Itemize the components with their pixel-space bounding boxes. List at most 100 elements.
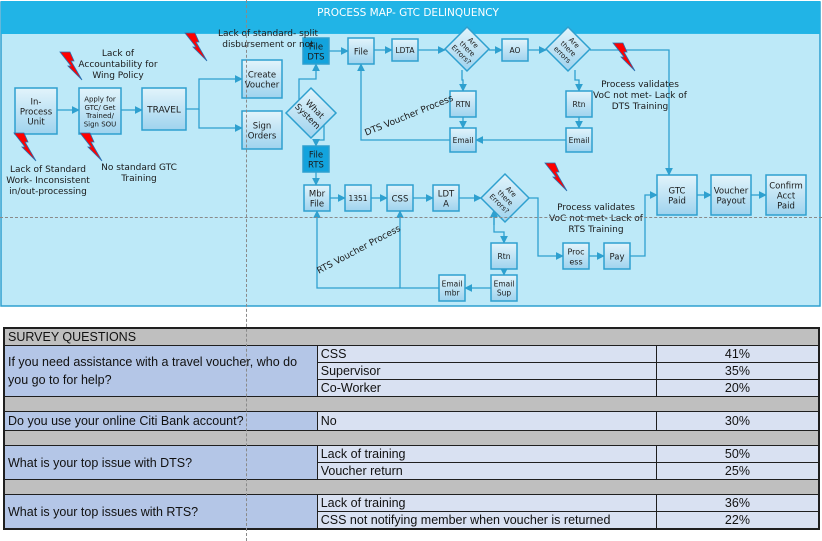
survey-question: Do you use your online Citi Bank account…	[3, 411, 318, 431]
process-node-rtn-ao: Rtn	[565, 90, 593, 118]
survey-percent: 36%	[655, 494, 820, 512]
node-label: Paid	[777, 202, 795, 212]
node-label: File	[309, 42, 323, 52]
connector-line	[298, 63, 320, 100]
survey-answer: Lack of training	[316, 494, 657, 512]
node-label: Trained/	[85, 112, 115, 120]
node-box	[765, 174, 807, 216]
node-box	[347, 37, 375, 65]
decision-shape	[544, 25, 592, 73]
node-label: Rtn	[498, 252, 511, 261]
node-label: 1351	[348, 194, 367, 203]
node-label: File	[309, 150, 323, 160]
node-label: Rtn	[573, 100, 586, 109]
connector-line	[459, 70, 467, 92]
connector-line	[313, 210, 400, 289]
survey-answer: Co-Worker	[316, 379, 657, 397]
survey-question: What is your top issue with DTS?	[3, 445, 318, 480]
node-label: Email	[442, 280, 463, 289]
survey-answer-row: Do you use your online Citi Bank account…	[3, 411, 820, 431]
node-label: Mbr	[309, 189, 326, 199]
survey-answer: No	[316, 411, 657, 431]
process-node-email-ao: Email	[565, 127, 593, 153]
node-box	[449, 90, 477, 118]
connector-line	[574, 70, 583, 92]
node-label: GTC	[669, 186, 686, 196]
note-line: disbursement or not	[222, 40, 314, 50]
note-line: Lack of	[102, 49, 135, 59]
node-box	[344, 184, 372, 212]
note-line: RTS Training	[568, 225, 623, 235]
node-label: Email	[494, 280, 515, 289]
note-line: Lack of standard- split	[218, 29, 319, 39]
node-box	[501, 38, 529, 62]
survey-answer-row: CSS not notifying member when voucher is…	[4, 511, 820, 530]
node-label: Sign	[253, 121, 272, 131]
node-box	[241, 59, 283, 99]
separator-row	[3, 479, 820, 495]
node-box	[449, 127, 477, 153]
node-label: Acct	[777, 192, 796, 202]
node-label: CSS	[392, 195, 409, 205]
survey-answer: Lack of training	[316, 445, 657, 463]
issue-markers	[13, 32, 636, 192]
connector-line	[630, 191, 658, 257]
node-box	[78, 87, 122, 135]
node-label: Apply for	[84, 95, 116, 103]
node-box	[603, 242, 631, 270]
node-label: Unit	[27, 118, 45, 128]
note-line: in/out-processing	[9, 187, 87, 197]
node-label: Voucher	[714, 186, 749, 196]
node-box	[391, 38, 419, 62]
connector-line	[357, 63, 450, 141]
connectors	[57, 46, 767, 292]
connector-line	[312, 125, 325, 147]
note-line: DTS Training	[612, 102, 669, 112]
process-node-rtn-dts: RTN	[449, 90, 477, 118]
survey-percent: 22%	[655, 511, 820, 530]
title-banner	[1, 1, 820, 34]
node-label: LDT	[438, 189, 455, 199]
node-box	[490, 274, 518, 302]
node-label: Orders	[248, 132, 277, 142]
node-label: ess	[569, 257, 582, 266]
process-node-file: File	[347, 37, 375, 65]
node-label: File	[354, 48, 368, 58]
node-box	[302, 37, 330, 65]
survey-answer-row: If you need assistance with a travel vou…	[3, 345, 820, 397]
node-box	[432, 184, 460, 212]
node-label: TRAVEL	[146, 106, 181, 116]
process-node-css: CSS	[386, 184, 414, 212]
connector-line	[590, 49, 673, 176]
survey-percent: 25%	[655, 462, 820, 480]
node-label: Voucher	[245, 81, 280, 91]
process-node-ldta: LDTA	[391, 38, 419, 62]
survey-answer-row: What is your top issue with DTS?Lack of …	[3, 445, 820, 480]
survey-percent: 30%	[655, 411, 820, 431]
note-line: VoC not met- Lack of	[593, 91, 688, 101]
note-line: VoC not met- Lack of	[549, 214, 644, 224]
node-label: RTN	[456, 100, 471, 109]
survey-answer: Voucher return	[316, 462, 657, 480]
lightning-bolt-icon	[544, 162, 568, 192]
process-node-pay: Pay	[603, 242, 631, 270]
node-label: mbr	[444, 289, 460, 298]
node-box	[562, 242, 590, 270]
note-line: Accountability for	[78, 60, 157, 70]
process-node-process: Process	[562, 242, 590, 270]
survey-header: SURVEY QUESTIONS	[3, 327, 820, 346]
node-label: GTC/ Get	[85, 104, 116, 112]
node-label: In-	[31, 97, 42, 107]
node-box	[302, 145, 330, 173]
